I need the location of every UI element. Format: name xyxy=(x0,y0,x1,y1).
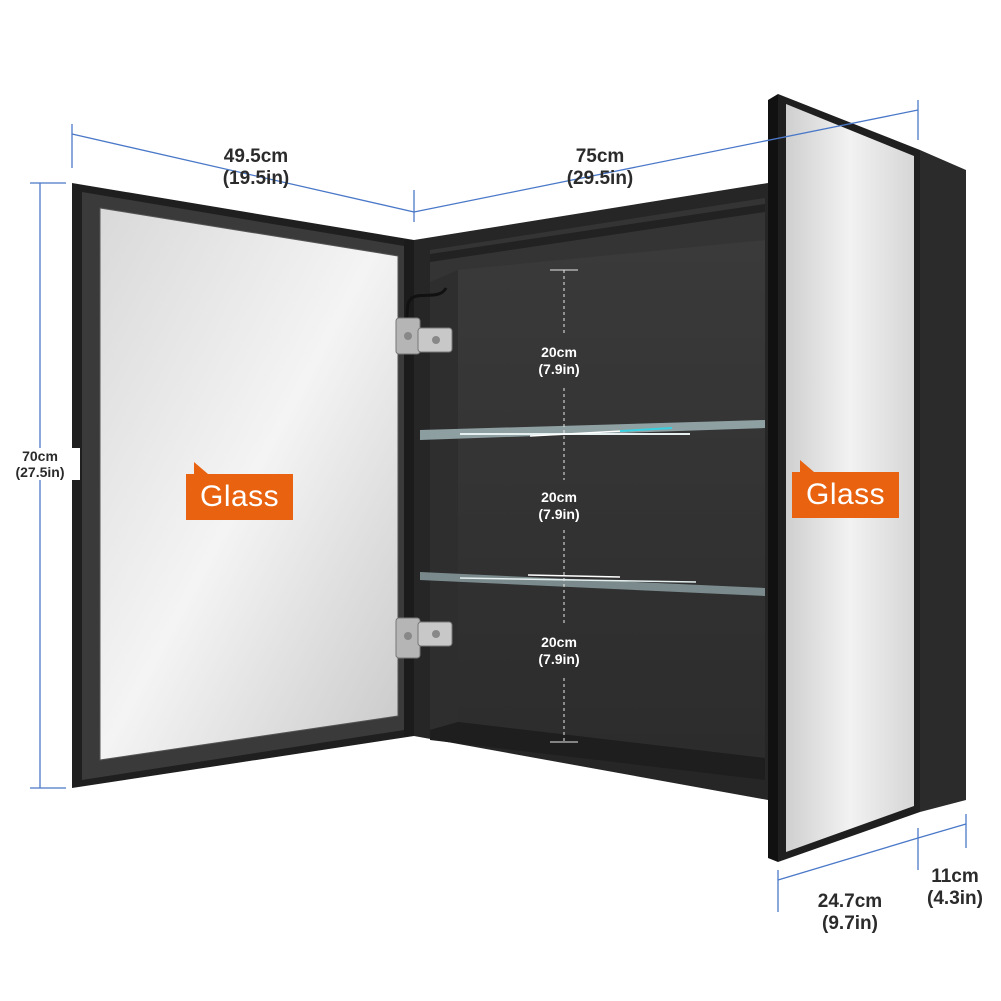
glass-label-right: Glass xyxy=(792,460,900,518)
door-width-label: 49.5cm (19.5in) xyxy=(186,146,326,190)
cabinet-depth-in: (4.3in) xyxy=(927,887,983,909)
label-pointer-icon xyxy=(194,462,208,474)
bottom-hinge xyxy=(395,617,453,659)
cabinet-width-cm: 75cm xyxy=(575,146,625,167)
dimension-lines xyxy=(30,100,967,912)
cabinet-body xyxy=(402,183,768,800)
shelf-spacing-bottom: 20cm (7.9in) xyxy=(514,634,604,668)
shelf-spacing-bottom-cm: 20cm xyxy=(541,634,577,650)
height-label: 70cm (27.5in) xyxy=(0,448,80,481)
top-hinge xyxy=(395,317,453,355)
shelf-spacing-middle-in: (7.9in) xyxy=(538,505,580,522)
shelf-spacing-top-cm: 20cm xyxy=(541,344,577,360)
height-cm: 70cm xyxy=(22,448,58,464)
cabinet-depth-label: 11cm (4.3in) xyxy=(910,866,1000,910)
shelf-spacing-top-in: (7.9in) xyxy=(538,360,580,377)
shelf-spacing-middle: 20cm (7.9in) xyxy=(514,489,604,523)
left-door xyxy=(72,183,418,788)
door-width-in: (19.5in) xyxy=(222,167,290,189)
door-width-cm: 49.5cm xyxy=(223,146,289,167)
glass-label-left: Glass xyxy=(186,462,294,520)
height-in: (27.5in) xyxy=(15,464,65,481)
cabinet-depth-cm: 11cm xyxy=(931,866,979,887)
glass-label-right-text: Glass xyxy=(806,478,886,511)
label-pointer-icon xyxy=(800,460,814,472)
shelf-spacing-bottom-in: (7.9in) xyxy=(538,650,580,667)
shelf-spacing-middle-cm: 20cm xyxy=(541,489,577,505)
glass-label-left-text: Glass xyxy=(200,480,280,513)
door-depth-label: 24.7cm (9.7in) xyxy=(790,891,910,935)
shelf-spacing-top: 20cm (7.9in) xyxy=(514,344,604,378)
door-depth-cm: 24.7cm xyxy=(817,891,883,912)
cabinet-width-in: (29.5in) xyxy=(566,167,634,189)
door-depth-in: (9.7in) xyxy=(822,912,878,934)
cabinet-width-label: 75cm (29.5in) xyxy=(530,146,670,190)
